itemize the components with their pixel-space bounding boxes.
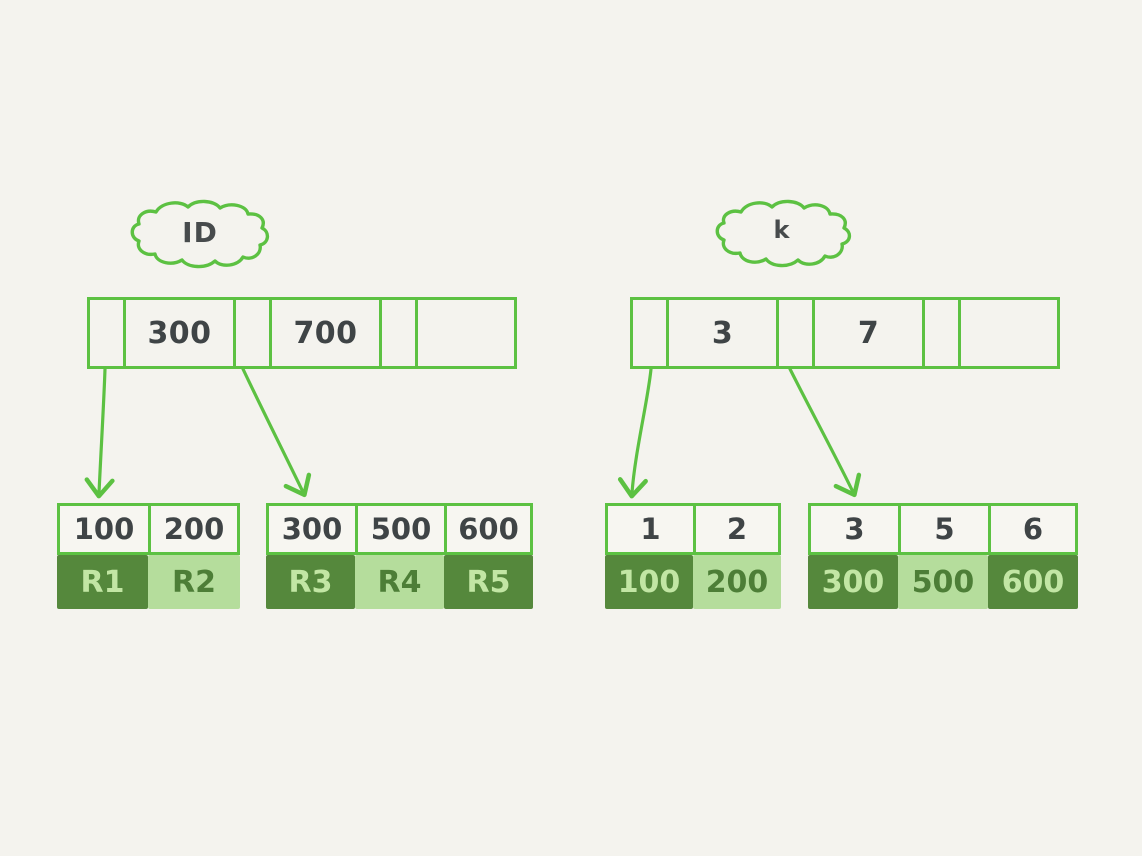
id-root-key-700[interactable]: 700 [272,300,382,366]
k-root-pointer-2[interactable] [925,300,961,366]
id-leaf-2-record-r3[interactable]: R3 [266,555,355,609]
id-leaf-1-record-r1[interactable]: R1 [57,555,148,609]
k-leaf-2-record-500[interactable]: 500 [898,555,988,609]
id-root-pointer-2[interactable] [382,300,418,366]
k-leaf-node-1[interactable]: 1 2 100 200 [605,503,781,609]
arrow-k-root-to-leaf-1 [617,367,653,499]
k-root-empty-slot[interactable] [961,300,1057,366]
id-leaf-2-record-row: R3 R4 R5 [266,555,533,609]
k-leaf-2-key-row: 3 5 6 [808,503,1078,555]
id-leaf-1-key-200[interactable]: 200 [163,512,225,546]
k-root-pointer-1[interactable] [779,300,815,366]
k-leaf-2-record-row: 300 500 600 [808,555,1078,609]
k-leaf-2-key-3[interactable]: 3 [811,506,901,552]
k-root-pointer-0[interactable] [633,300,669,366]
cloud-shape-k [715,199,852,268]
k-leaf-node-2[interactable]: 3 5 6 300 500 600 [808,503,1078,609]
id-leaf-2-record-r5[interactable]: R5 [444,555,533,609]
id-leaf-1-key-100[interactable]: 100 [60,506,151,552]
id-leaf-1-key-row: 100 200 [57,503,240,555]
cloud-label-k: k [712,198,852,270]
id-leaf-1-record-row: R1 R2 [57,555,240,609]
id-root-node[interactable]: 300 700 [87,297,517,369]
k-root-key-7[interactable]: 7 [815,300,925,366]
arrow-id-root-to-leaf-1 [84,367,115,499]
cloud-shape-id [130,199,270,269]
k-root-node[interactable]: 3 7 [630,297,1060,369]
k-leaf-2-record-600[interactable]: 600 [988,555,1078,609]
id-leaf-1-record-r2[interactable]: R2 [148,555,240,609]
cloud-label-id: ID [126,198,274,272]
k-leaf-1-key-1[interactable]: 1 [608,506,696,552]
id-leaf-node-2[interactable]: 300 500 600 R3 R4 R5 [266,503,533,609]
k-leaf-1-key-row: 1 2 [605,503,781,555]
k-leaf-1-record-row: 100 200 [605,555,781,609]
k-leaf-2-record-300[interactable]: 300 [808,555,898,609]
id-root-pointer-0[interactable] [90,300,126,366]
cloud-label-id-text: ID [182,216,218,249]
arrow-id-root-to-leaf-2 [241,367,312,498]
id-leaf-2-record-r4[interactable]: R4 [355,555,444,609]
id-root-empty-slot[interactable] [418,300,514,366]
arrow-k-root-to-leaf-2 [788,367,862,498]
k-leaf-2-key-5[interactable]: 5 [901,506,991,552]
id-leaf-2-key-500[interactable]: 500 [358,506,447,552]
k-leaf-1-record-100[interactable]: 100 [605,555,693,609]
k-root-key-3[interactable]: 3 [669,300,779,366]
k-leaf-1-record-200[interactable]: 200 [693,555,781,609]
cloud-label-k-text: k [773,216,791,244]
k-leaf-1-key-2[interactable]: 2 [726,512,748,546]
id-leaf-2-key-600[interactable]: 600 [458,512,519,546]
id-root-pointer-1[interactable] [236,300,272,366]
id-root-key-300[interactable]: 300 [126,300,236,366]
id-leaf-2-key-row: 300 500 600 [266,503,533,555]
id-leaf-2-key-300[interactable]: 300 [269,506,358,552]
k-leaf-2-key-6[interactable]: 6 [1022,512,1044,546]
id-leaf-node-1[interactable]: 100 200 R1 R2 [57,503,240,609]
